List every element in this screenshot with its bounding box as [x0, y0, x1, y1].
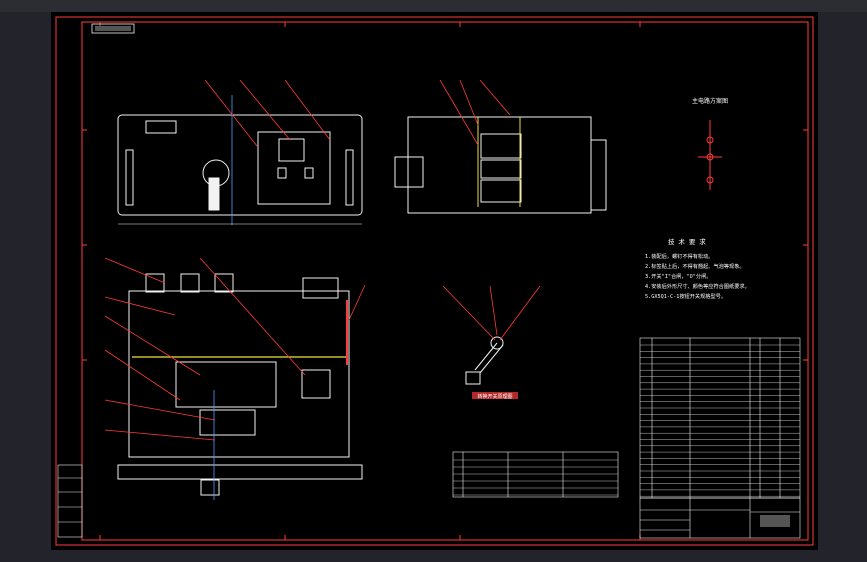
- inner-frame: [81, 21, 809, 541]
- mechanism-detail: [465, 336, 504, 385]
- detail-title: 转换开关原理图: [477, 393, 512, 400]
- drawing-number-text: [95, 26, 131, 31]
- selection-table-rows: [453, 459, 618, 496]
- note-line: 3.开关"I"合闸，"O"分闸。: [645, 272, 712, 280]
- circuit-diagram-title: 主电路方案图: [692, 97, 728, 105]
- side-label-lines: [58, 477, 82, 523]
- section-view: [117, 273, 363, 496]
- side-view: [394, 116, 607, 214]
- selection-table: [452, 451, 619, 498]
- note-line: 4.安装后外形尺寸、颜色等应符合图纸要求。: [645, 282, 750, 290]
- title-block: [639, 497, 801, 539]
- section-view-leaders: [104, 257, 366, 441]
- drawing-sheet: 转换开关原理图 主电路方案图 技 术 要 求 1.装配后，螺钉不得有松动。 2.…: [51, 12, 818, 550]
- side-view-leaders: [439, 79, 511, 146]
- mechanism-leaders: [442, 285, 541, 341]
- front-view-leaders: [204, 79, 331, 147]
- parts-list: [639, 337, 801, 499]
- circuit-diagram: [698, 120, 722, 190]
- side-label-strip: [57, 464, 83, 538]
- parts-list-rows: [640, 344, 800, 497]
- outer-frame: [55, 16, 814, 546]
- frame-ticks: [82, 22, 808, 540]
- front-view: [117, 114, 363, 216]
- note-line: 5.GX5Q1-C-1按钮开关规格型号。: [645, 292, 726, 300]
- detail-title-box: [472, 392, 518, 399]
- viewer-toolbar: [0, 0, 867, 12]
- note-line: 1.装配后，螺钉不得有松动。: [645, 252, 714, 260]
- technical-notes: 技 术 要 求 1.装配后，螺钉不得有松动。 2.标签贴上后，不得有翘起、气泡等…: [645, 237, 750, 300]
- notes-heading: 技 术 要 求: [668, 237, 706, 246]
- drawing-canvas: 转换开关原理图 主电路方案图 技 术 要 求 1.装配后，螺钉不得有松动。 2.…: [55, 16, 814, 546]
- drawing-number-box: [91, 23, 135, 34]
- title-block-drawing-name: [760, 515, 790, 527]
- note-line: 2.标签贴上后，不得有翘起、气泡等现象。: [645, 262, 745, 270]
